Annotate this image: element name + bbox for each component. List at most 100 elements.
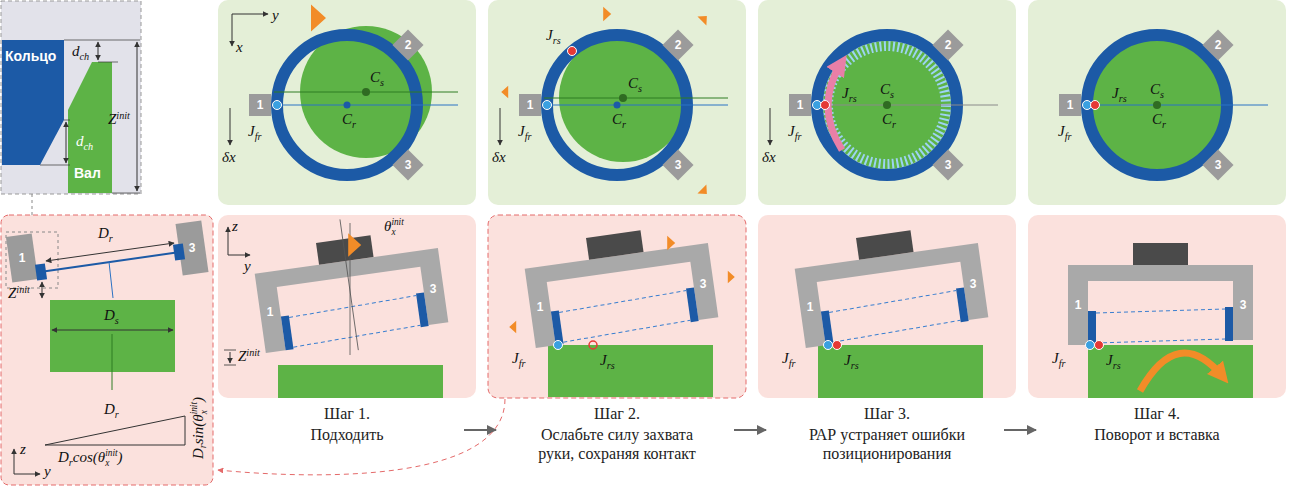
callout-number: 1 (19, 251, 26, 265)
use-shape (932, 149, 963, 180)
subscript: fr (795, 131, 802, 142)
text: J (518, 123, 525, 139)
text: Z (108, 111, 116, 127)
line-shape (230, 108, 231, 145)
line-shape (274, 105, 458, 106)
rect-shape (218, 215, 476, 398)
circle-shape (619, 94, 627, 102)
text: d (76, 133, 84, 149)
text: 2 (405, 38, 412, 52)
text: Шаг 2. (594, 405, 640, 422)
path-shape (828, 62, 842, 150)
step-caption: РАР устраняет ошибки позиционирования (795, 425, 980, 463)
circle-shape (362, 88, 370, 96)
line-shape (228, 255, 250, 256)
rect-shape (278, 365, 443, 398)
chamfer-inset (1, 1, 141, 194)
step4-side (1028, 215, 1286, 398)
text: Поворот и вставка (1094, 426, 1219, 443)
callout-number: 2 (945, 38, 952, 52)
text: 1 (797, 98, 804, 112)
subscript: ch (84, 141, 94, 152)
math-label: Cs (370, 68, 384, 89)
superscript: init (190, 402, 199, 414)
subscript: fr (789, 358, 796, 369)
superscript: init (391, 218, 403, 227)
text: C (342, 111, 352, 127)
line-shape (98, 42, 99, 60)
text: y (272, 7, 279, 23)
text: 1 (257, 98, 264, 112)
path-shape (1140, 353, 1223, 391)
subscript: rs (849, 93, 857, 104)
text: 3 (1215, 158, 1222, 172)
use-shape (662, 29, 693, 60)
math-label: Drsin(θinitx) (189, 397, 210, 459)
math-label: Jrs (842, 84, 857, 105)
step-title: Шаг 3. (864, 404, 910, 423)
text: Шаг 4. (1134, 405, 1180, 422)
text: ) (118, 449, 123, 465)
callout-number: 3 (700, 277, 707, 291)
use-shape (522, 221, 719, 348)
math-label: Jfr (782, 349, 795, 370)
circle-shape (833, 341, 842, 350)
math-label: Zinit (238, 347, 260, 365)
text: δx (762, 149, 776, 165)
rect-shape (548, 345, 713, 397)
subscript: s (638, 83, 642, 94)
step2-top (488, 0, 746, 205)
callout-number: 3 (1240, 298, 1247, 312)
text: 3 (1240, 298, 1247, 312)
index-stack: initx (391, 218, 403, 237)
subscript: fr (525, 131, 532, 142)
circle-shape (589, 341, 597, 349)
subscript: x (391, 228, 403, 237)
math-label: y (272, 6, 279, 24)
callout-number: 3 (1215, 158, 1222, 172)
text: 1 (1075, 298, 1082, 312)
step-caption: Поворот и вставка (1094, 425, 1219, 444)
index-stack: initx (190, 402, 209, 414)
line-shape (544, 98, 728, 99)
callout-number: 3 (430, 282, 437, 296)
math-label: Zinit (8, 284, 30, 302)
rect-shape (1, 215, 213, 485)
callout-number: 3 (405, 158, 412, 172)
subscript: rs (851, 360, 859, 371)
subscript: fr (255, 131, 262, 142)
text: РАР устраняет ошибки позиционирования (809, 426, 965, 462)
text: C (1150, 81, 1160, 97)
use-shape (290, 5, 326, 32)
line-shape (230, 352, 231, 363)
text: 3 (945, 158, 952, 172)
rect-shape (1028, 0, 1286, 205)
line-shape (464, 429, 496, 431)
line-shape (500, 108, 501, 145)
step2-side (488, 215, 746, 398)
text: D (190, 448, 206, 459)
callout-number: 2 (405, 38, 412, 52)
math-label: Cr (342, 110, 356, 131)
use-shape (789, 94, 811, 116)
circle-shape (1095, 341, 1104, 350)
math-label: θinitx (384, 217, 404, 237)
subscript: s (890, 89, 894, 100)
line-shape (814, 105, 998, 106)
line-shape (1084, 105, 1268, 106)
subscript: r (115, 409, 119, 420)
callout-number: 1 (267, 305, 274, 319)
math-label: Cs (1150, 80, 1164, 101)
use-shape (932, 29, 963, 60)
math-label: Jrs (1106, 351, 1121, 372)
use-shape (330, 233, 361, 256)
math-label: δx (762, 148, 776, 166)
math-label: Cr (1152, 110, 1166, 131)
text: C (370, 69, 380, 85)
circle-shape (568, 47, 577, 56)
rect-shape (1, 1, 141, 194)
path-shape (224, 350, 236, 365)
text: 1 (1067, 98, 1074, 112)
circle-shape (1153, 101, 1161, 109)
text: J (1112, 85, 1119, 101)
